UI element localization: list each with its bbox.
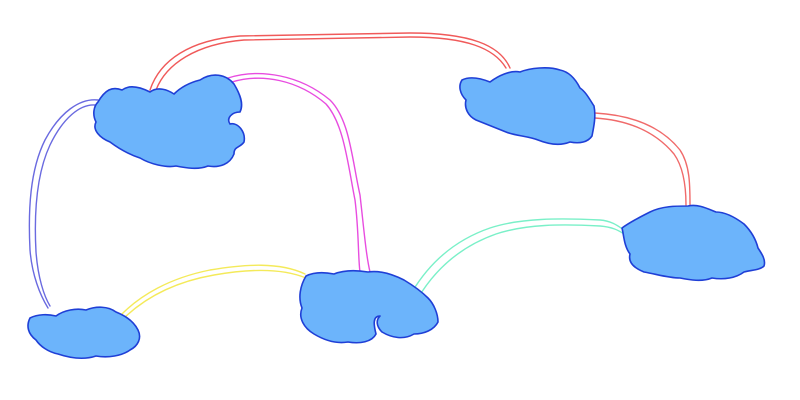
edge-top-right-to-right <box>594 112 691 206</box>
edge-top-left-to-bottom-left <box>28 99 99 309</box>
edge-bottom-left-to-center <box>119 264 307 321</box>
edge-top-left-to-center <box>227 72 371 273</box>
cloud-top-left <box>93 74 246 170</box>
cloud-right <box>621 204 766 282</box>
edge-center-to-right <box>411 218 625 299</box>
cloud-center <box>299 269 439 344</box>
edge-top-left-to-top-right <box>149 32 511 91</box>
cloud-top-right <box>459 67 596 145</box>
cloud-bottom-left <box>27 306 141 359</box>
